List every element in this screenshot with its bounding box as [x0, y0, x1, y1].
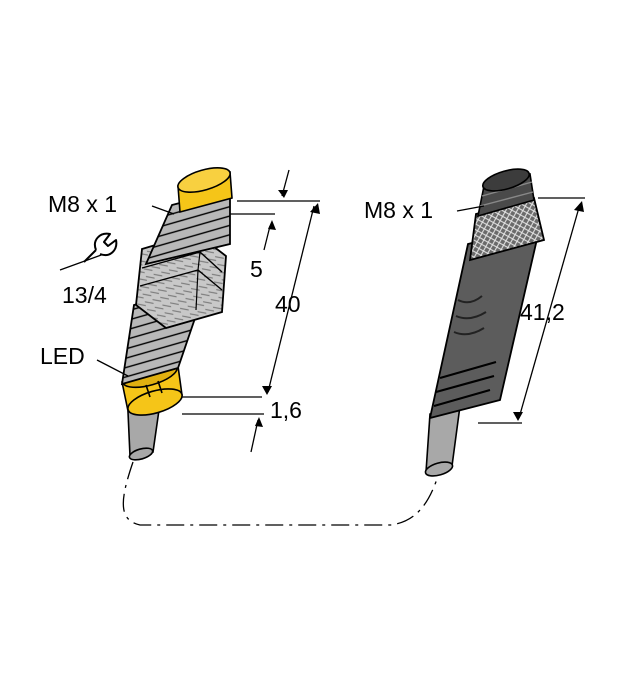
connector-arrowheads [513, 201, 584, 421]
connector [424, 168, 546, 477]
cable-connection-line [122, 461, 439, 526]
wrench-icon [83, 232, 118, 263]
connector-thread-label: M8 x 1 [364, 197, 433, 223]
dim-led-ring-label: 1,6 [270, 397, 302, 423]
dim-sensing-face-label: 5 [250, 256, 263, 282]
connector-cable [424, 404, 461, 477]
sensor-arrowheads [255, 190, 320, 427]
sensor-thread-label: M8 x 1 [48, 191, 117, 217]
sensing-face-cap [177, 167, 233, 214]
sensor-dimensions [59, 169, 320, 453]
sensor [120, 167, 233, 461]
sensor-cable [127, 401, 161, 461]
dim-connector-length-label: 41,2 [520, 299, 565, 325]
connector-dimensions [456, 197, 585, 424]
led-label: LED [40, 343, 85, 369]
wrench-size-label: 13/4 [62, 282, 107, 308]
dim-sensor-length-label: 40 [275, 291, 301, 317]
connector-top [476, 168, 535, 218]
